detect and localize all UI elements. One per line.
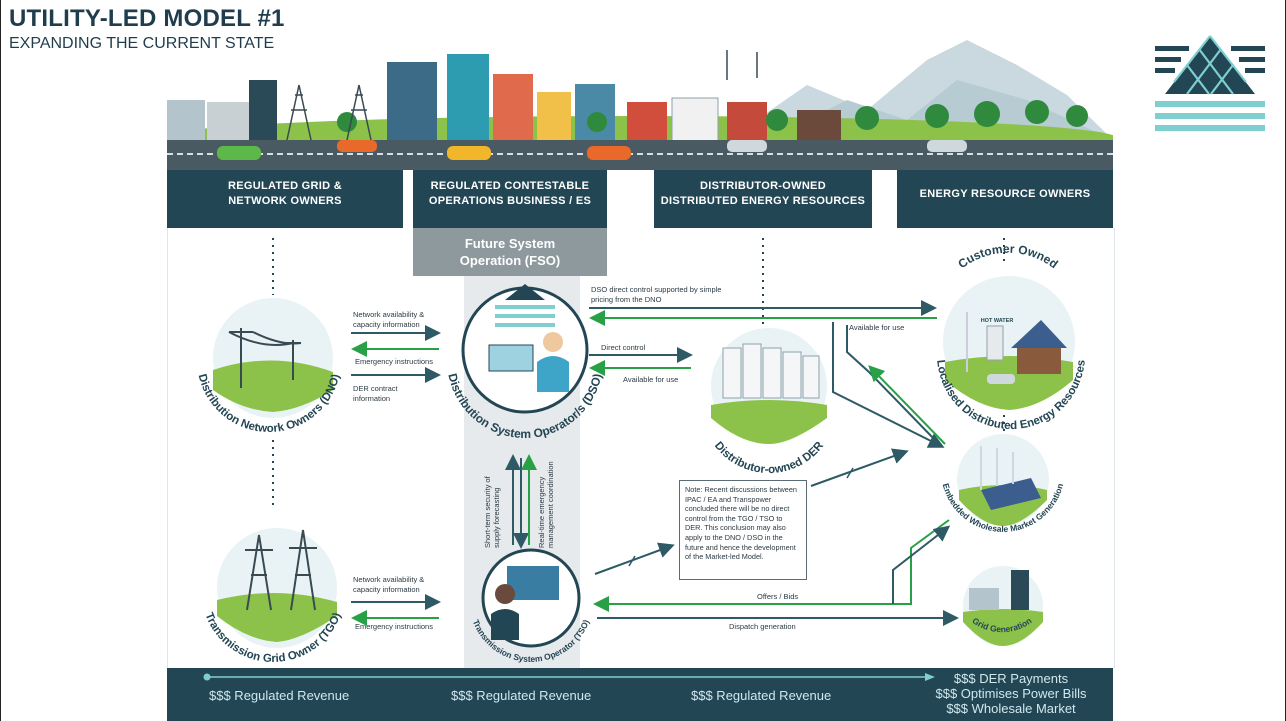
column-header-grid-owners: REGULATED GRID & NETWORK OWNERS bbox=[167, 170, 403, 228]
column-header-line: DISTRIBUTED ENERGY RESOURCES bbox=[660, 195, 866, 207]
note-box: Note: Recent discussions between IPAC / … bbox=[679, 480, 807, 580]
label-line: capacity information bbox=[353, 585, 420, 594]
wind-solar-icon bbox=[980, 446, 1041, 510]
label-line: pricing from the DNO bbox=[591, 295, 662, 304]
revenue-line bbox=[203, 673, 935, 681]
footer-payment-line: $$$ Wholesale Market bbox=[946, 701, 1076, 716]
column-header-line: OPERATIONS BUSINESS / ES bbox=[428, 195, 592, 207]
column-header-line: ENERGY RESOURCE OWNERS bbox=[919, 187, 1091, 200]
cars bbox=[217, 140, 967, 160]
page-subtitle: EXPANDING THE CURRENT STATE bbox=[9, 35, 275, 52]
node-label-der: Distributor-owned DER bbox=[712, 439, 827, 476]
column-header-line: REGULATED CONTESTABLE bbox=[430, 180, 590, 192]
battery-rack-icon bbox=[722, 343, 820, 399]
house-solar-icon bbox=[966, 312, 1067, 384]
column-header-operations: REGULATED CONTESTABLE OPERATIONS BUSINESS… bbox=[413, 170, 607, 228]
footer-revenue-1: $$$ Regulated Revenue bbox=[209, 688, 350, 703]
page-title: UTILITY-LED MODEL #1 bbox=[9, 5, 285, 32]
column-header-resource-owners: ENERGY RESOURCE OWNERS bbox=[897, 170, 1113, 228]
label-line: Network availability & bbox=[353, 575, 425, 584]
label-line: DSO direct control supported by simple bbox=[591, 285, 722, 294]
operator-icon bbox=[488, 332, 569, 392]
footer-payment-line: $$$ DER Payments bbox=[953, 671, 1069, 686]
cityscape-illustration bbox=[167, 40, 1113, 142]
label-dispatch: Dispatch generation bbox=[729, 622, 796, 631]
column-header-line: NETWORK OWNERS bbox=[228, 195, 342, 207]
fso-label: Operation (FSO) bbox=[459, 253, 561, 268]
footer-payments: $$$ DER Payments $$$ Optimises Power Bil… bbox=[921, 671, 1101, 716]
column-header-line: REGULATED GRID & bbox=[228, 180, 342, 192]
label-line: DER contract bbox=[353, 384, 398, 393]
label-short-term-2: supply forecasting bbox=[492, 488, 501, 548]
pylon-icon bbox=[228, 328, 302, 388]
hot-water-label: HOT WATER bbox=[981, 318, 1014, 324]
footer-revenue-2: $$$ Regulated Revenue bbox=[451, 688, 592, 703]
label-line: Network availability & bbox=[353, 310, 425, 319]
hydro-dam-icon bbox=[969, 570, 1029, 610]
label-direct-control: Direct control bbox=[601, 343, 646, 352]
label-emergency-tgo: Emergency instructions bbox=[355, 622, 433, 631]
column-header-distributor-der: DISTRIBUTOR-OWNED DISTRIBUTED ENERGY RESO… bbox=[654, 170, 872, 228]
footer-revenue-3: $$$ Regulated Revenue bbox=[691, 688, 832, 703]
label-network-availability-tgo: Network availability &capacity informati… bbox=[353, 575, 424, 595]
label-network-availability: Network availability &capacity informati… bbox=[353, 310, 424, 330]
footer-payment-line: $$$ Optimises Power Bills bbox=[935, 686, 1087, 701]
column-header-line: DISTRIBUTOR-OWNED bbox=[700, 180, 826, 192]
label-offers-bids: Offers / Bids bbox=[757, 592, 799, 601]
label-emergency: Emergency instructions bbox=[355, 357, 433, 366]
label-available-customer: Available for use bbox=[849, 323, 905, 332]
fso-label: Future System bbox=[464, 236, 556, 251]
label-line: capacity information bbox=[353, 320, 420, 329]
label-available-der: Available for use bbox=[623, 375, 679, 384]
label-realtime-1: Real-time emergency bbox=[537, 476, 546, 548]
label-short-term-1: Short-term security of bbox=[483, 475, 492, 548]
label-line: information bbox=[353, 394, 391, 403]
label-realtime-2: management coordination bbox=[546, 461, 555, 548]
node-label-customer-owned: Customer Owned bbox=[955, 242, 1060, 272]
logo-icon bbox=[1155, 35, 1265, 131]
road-marking bbox=[167, 153, 1113, 155]
